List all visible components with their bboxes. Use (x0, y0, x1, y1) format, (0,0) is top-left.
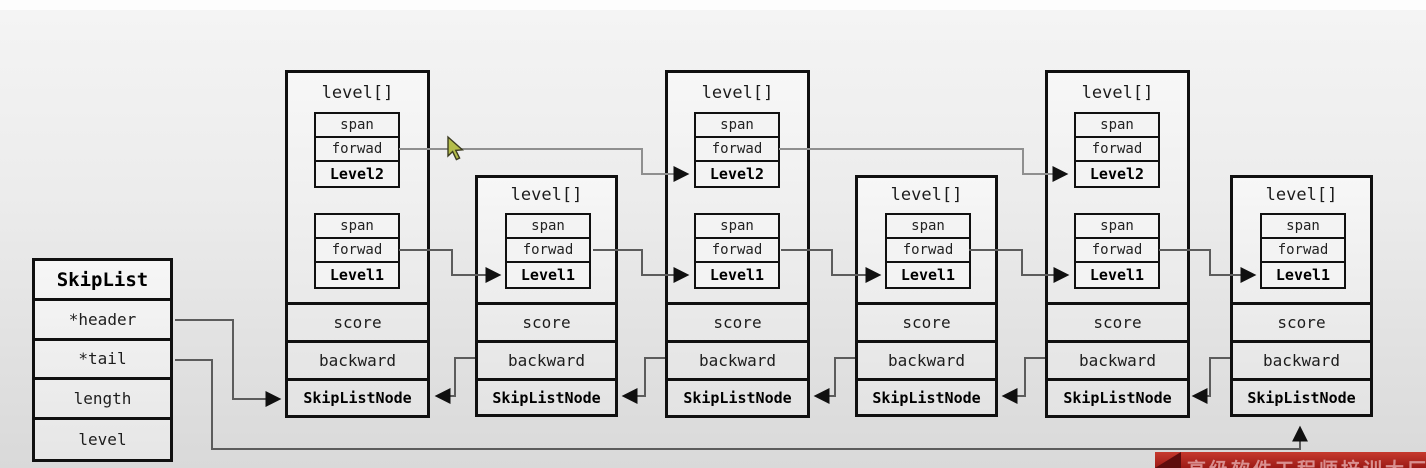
level1-label: Level1 (900, 266, 956, 284)
skiplistnode-1: level[] span forwad Level2 span forwad L… (285, 70, 430, 418)
skiplist-field-header: *header (35, 301, 170, 341)
score-row: score (1048, 302, 1187, 340)
level1-box: span forwad Level1 (314, 213, 400, 289)
forward-cell: forwad (696, 138, 778, 162)
score-row: score (1233, 302, 1370, 340)
forward-cell: forwad (1076, 239, 1158, 263)
backward-row: backward (668, 340, 807, 378)
forward-cell: forwad (507, 239, 589, 263)
skiplist-field-level: level (78, 429, 127, 449)
forward-cell: forwad (316, 239, 398, 263)
ribbon-text: 高级软件工程师培训大厂 (1187, 455, 1426, 468)
span-cell: span (316, 215, 398, 239)
skiplistnode-4: level[] span forwad Level1 score backwar… (855, 175, 998, 417)
skiplistnode-6: level[] span forwad Level1 score backwar… (1230, 175, 1373, 417)
forward-cell: forwad (887, 239, 969, 263)
span-cell: span (696, 215, 778, 239)
forward-cell: forwad (316, 138, 398, 162)
level-array-title: level[] (1081, 83, 1154, 103)
level-array-title: level[] (890, 185, 963, 205)
span-cell: span (1076, 114, 1158, 138)
backward-row: backward (1233, 340, 1370, 378)
skiplist-title: SkipList (35, 261, 170, 301)
span-cell: span (316, 114, 398, 138)
forward-cell: forwad (696, 239, 778, 263)
backward-row: backward (288, 340, 427, 378)
level1-label: Level1 (329, 266, 385, 284)
score-row: score (858, 302, 995, 340)
level1-box: span forwad Level1 (505, 213, 591, 289)
level1-box: span forwad Level1 (1074, 213, 1160, 289)
forward-cell: forwad (1076, 138, 1158, 162)
span-cell: span (887, 215, 969, 239)
level-array-title: level[] (1265, 185, 1338, 205)
node-type-label: SkipListNode (1233, 378, 1370, 414)
backward-row: backward (858, 340, 995, 378)
level2-label: Level2 (1089, 165, 1145, 183)
level-array-title: level[] (321, 83, 394, 103)
backward-row: backward (478, 340, 615, 378)
level1-label: Level1 (1089, 266, 1145, 284)
span-cell: span (1262, 215, 1344, 239)
span-cell: span (1076, 215, 1158, 239)
level1-label: Level1 (1275, 266, 1331, 284)
skiplist-field-length: length (35, 380, 170, 420)
backward-row: backward (1048, 340, 1187, 378)
node-type-label: SkipListNode (478, 378, 615, 414)
level1-box: span forwad Level1 (1260, 213, 1346, 289)
level2-label: Level2 (329, 165, 385, 183)
forward-cell: forwad (1262, 239, 1344, 263)
level2-label: Level2 (709, 165, 765, 183)
skiplistnode-5: level[] span forwad Level2 span forwad L… (1045, 70, 1190, 418)
score-row: score (288, 302, 427, 340)
skiplistnode-3: level[] span forwad Level2 span forwad L… (665, 70, 810, 418)
level2-box: span forwad Level2 (694, 112, 780, 188)
level-array-title: level[] (510, 185, 583, 205)
level1-label: Level1 (709, 266, 765, 284)
span-cell: span (507, 215, 589, 239)
span-cell: span (696, 114, 778, 138)
node-type-label: SkipListNode (858, 378, 995, 414)
level2-box: span forwad Level2 (314, 112, 400, 188)
level1-box: span forwad Level1 (694, 213, 780, 289)
node-type-label: SkipListNode (1048, 378, 1187, 415)
level2-box: span forwad Level2 (1074, 112, 1160, 188)
skiplist-field-tail: *tail (35, 341, 170, 380)
skiplistnode-2: level[] span forwad Level1 score backwar… (475, 175, 618, 417)
node-type-label: SkipListNode (288, 378, 427, 415)
video-watermark-ribbon: 高级软件工程师培训大厂 (1155, 452, 1426, 468)
skiplist-struct-box: SkipList *header *tail length level (32, 258, 173, 462)
level1-box: span forwad Level1 (885, 213, 971, 289)
level1-label: Level1 (520, 266, 576, 284)
score-row: score (478, 302, 615, 340)
score-row: score (668, 302, 807, 340)
level-array-title: level[] (701, 83, 774, 103)
node-type-label: SkipListNode (668, 378, 807, 415)
